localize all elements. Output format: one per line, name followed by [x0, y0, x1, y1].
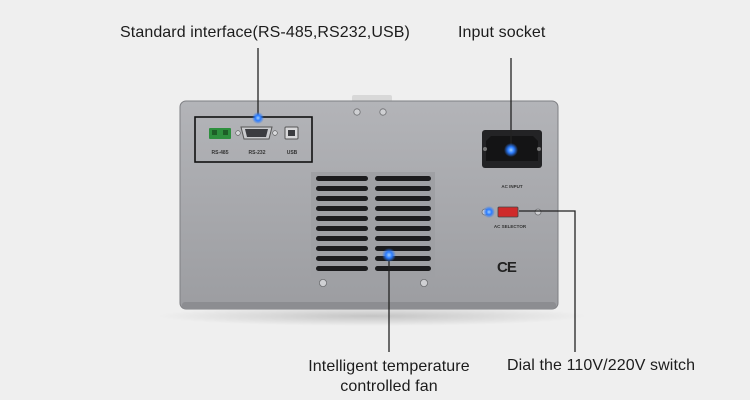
- callout-voltage-switch: Dial the 110V/220V switch: [507, 357, 696, 374]
- callout-fan-line2: controlled fan: [340, 378, 438, 395]
- fan-grille-slot: [316, 266, 368, 271]
- port-label-rs485: RS-485: [211, 150, 229, 156]
- fan-grille-slot: [375, 186, 431, 191]
- callout-lines: [257, 48, 576, 352]
- fan-grille-slot: [316, 246, 368, 251]
- fan-grille-slot: [316, 256, 368, 261]
- fan-grille-slot: [375, 196, 431, 201]
- fan-grille-slot: [316, 216, 368, 221]
- fan-grille-slot: [375, 246, 431, 251]
- fan-grille: [311, 172, 435, 278]
- callout-standard-interface: Standard interface(RS-485,RS232,USB): [120, 24, 410, 41]
- fan-grille-slot: [375, 206, 431, 211]
- fan-grille-slot: [316, 196, 368, 201]
- ac-input-label: AC INPUT: [501, 184, 523, 189]
- port-label-rs232: RS-232: [248, 150, 266, 156]
- fan-grille-slot: [316, 236, 368, 241]
- fan-grille-slot: [316, 206, 368, 211]
- fan-grille-slot: [375, 226, 431, 231]
- fan-grille-slot: [375, 216, 431, 221]
- ce-mark: CE: [497, 259, 517, 276]
- fan-grille-slot: [375, 176, 431, 181]
- top-screws: [353, 108, 387, 116]
- fan-grille-slot: [316, 186, 368, 191]
- ac-selector-label: AC SELECTOR: [493, 224, 527, 229]
- callout-input-socket: Input socket: [458, 24, 546, 41]
- blue-markers: [252, 112, 518, 262]
- fan-grille-slot: [316, 176, 368, 181]
- floor-shadow: [157, 306, 587, 326]
- callout-fan-line1: Intelligent temperature: [308, 358, 470, 375]
- usb-port-icon: [284, 126, 299, 140]
- rs232-port-icon: [235, 126, 278, 140]
- panel-bottom-edge: [182, 302, 556, 309]
- port-label-usb: USB: [286, 150, 298, 156]
- rs485-terminal-icon: [209, 128, 231, 139]
- fan-screws: [318, 278, 428, 287]
- fan-grille-slot: [375, 236, 431, 241]
- fan-grille-slot: [375, 266, 431, 271]
- fan-grille-slot: [316, 226, 368, 231]
- callout-fan: Intelligent temperature controlled fan: [297, 357, 481, 397]
